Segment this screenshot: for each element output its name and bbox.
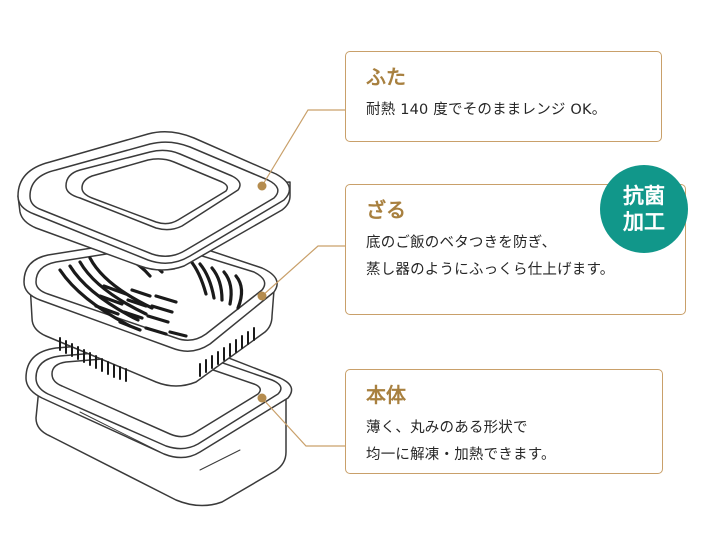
strainer-basket — [23, 237, 278, 387]
body-description: 薄く、丸みのある形状で 均一に解凍・加熱できます。 — [366, 420, 556, 463]
strainer-description: 底のご飯のベタつきを防ぎ、 蒸し器のようにふっくら仕上げます。 — [366, 235, 615, 278]
body-title: 本体 — [366, 383, 406, 407]
strainer-side-slots — [59, 327, 255, 382]
body-callout: 本体 薄く、丸みのある形状で 均一に解凍・加熱できます。 — [345, 369, 663, 474]
strainer-title: ざる — [366, 198, 406, 222]
lid-marker-dot — [257, 181, 267, 191]
strainer-marker-dot — [257, 291, 267, 301]
body-marker-dot — [257, 393, 267, 403]
lid-callout: ふた 耐熱 140 度でそのままレンジ OK。 — [345, 51, 662, 142]
lid — [17, 131, 291, 271]
antibacterial-badge: 抗菌 加工 — [600, 165, 688, 253]
body-container — [25, 338, 293, 507]
leader-lines — [261, 109, 345, 447]
lid-description: 耐熱 140 度でそのままレンジ OK。 — [366, 102, 607, 118]
strainer-perforations — [58, 248, 244, 338]
lid-title: ふた — [366, 65, 406, 89]
